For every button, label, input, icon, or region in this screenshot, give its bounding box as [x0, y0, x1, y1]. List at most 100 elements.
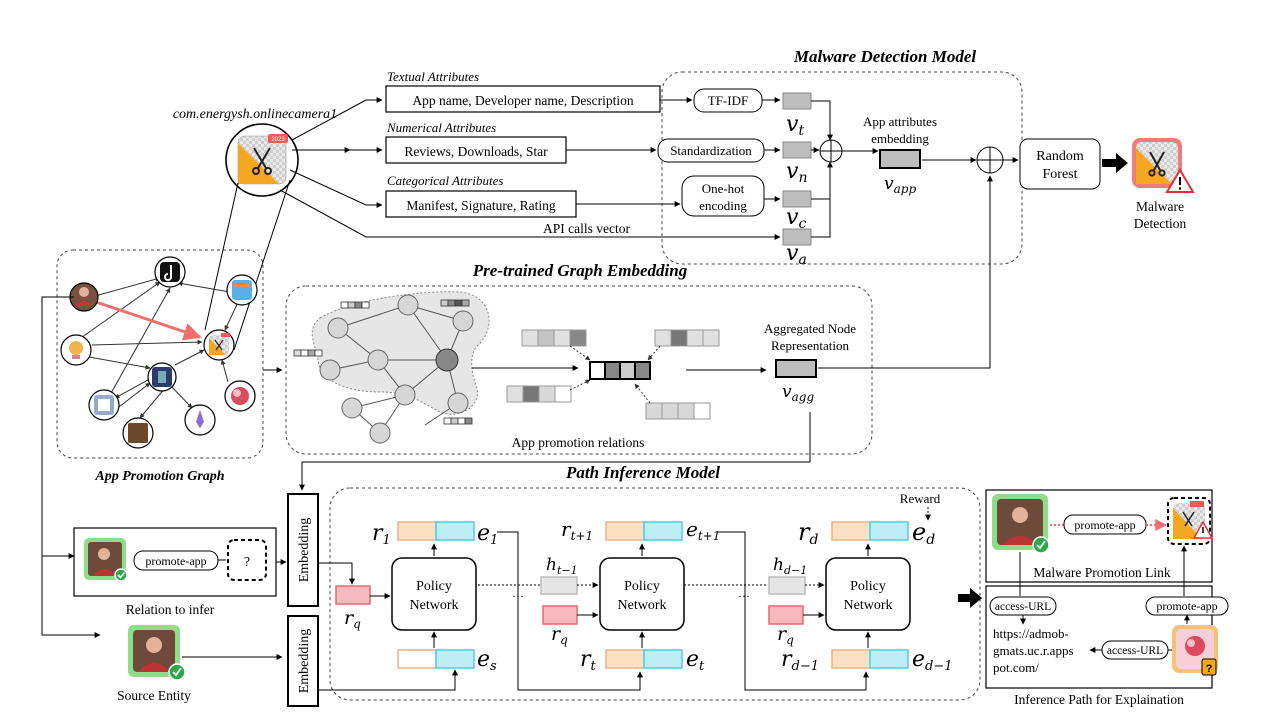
agg-node-label-1: Aggregated Node: [764, 321, 856, 336]
graph-node-tiktok: [154, 256, 186, 288]
ed1-cell: [869, 649, 909, 669]
embedding-box-relation: [287, 493, 319, 607]
app-promotion-relations-label: App promotion relations: [512, 435, 645, 450]
graph-node-bible: [122, 417, 154, 449]
api-calls-label: API calls vector: [543, 221, 630, 236]
graph-node-calendar: [226, 274, 258, 306]
es-cell: [435, 649, 475, 669]
rq-cell-1: [335, 585, 371, 605]
rt-label: rt: [580, 647, 597, 674]
ht-1-label: ht−1: [546, 555, 578, 577]
policy-network-1: [391, 557, 477, 631]
central-graph-node: [435, 348, 459, 372]
app-attr-embedding-label-1: App attributes: [863, 114, 937, 129]
policy-network-2: [599, 557, 685, 631]
policy-network-3: [825, 557, 911, 631]
source-user-icon-small: [84, 538, 128, 582]
intermediate-app-icon: ?: [1172, 625, 1218, 676]
malware-app-icon: [1132, 138, 1195, 193]
r1-cell: [397, 521, 437, 541]
rd1-cell: [831, 649, 871, 669]
v-a-label: va: [786, 241, 807, 268]
categorical-attributes-text: Manifest, Signature, Rating: [406, 198, 555, 213]
graph-node-rocket: [184, 404, 216, 436]
thick-arrow-to-detection: [1102, 153, 1128, 173]
neighbor-vector-1: [521, 329, 587, 347]
malware-detection-text-1: Malware: [1136, 199, 1184, 214]
ed-label: ed: [912, 518, 935, 548]
agg-node-label-2: Representation: [771, 338, 849, 353]
malware-detection-text-2: Detection: [1134, 216, 1187, 231]
embedding-text-source: Embedding: [297, 629, 312, 694]
e1-label: e1: [477, 521, 498, 548]
tfidf-text: TF-IDF: [708, 93, 748, 108]
v-app-vector: [879, 149, 921, 169]
policy-network-2-text-2: Network: [618, 598, 667, 613]
standardization-text: Standardization: [670, 143, 752, 158]
ed1-label: ed−1: [912, 647, 953, 674]
onehot-box: [681, 175, 765, 217]
path-inference-model-title: Path Inference Model: [565, 463, 720, 482]
r1-label: r1: [372, 521, 391, 548]
graph-node-book-app: [147, 362, 177, 392]
unknown-target-text: ?: [244, 555, 250, 570]
rq-cell-3: [768, 605, 804, 625]
ed-cell: [869, 521, 909, 541]
app-attr-embedding-label-2: embedding: [871, 131, 929, 146]
et1-cell: [643, 521, 683, 541]
check-icon: [1032, 536, 1050, 554]
target-app-icon: 2023: [225, 123, 299, 197]
malware-target-icon: [1167, 497, 1214, 545]
promote-app-pill-link-text: promote-app: [1074, 518, 1135, 532]
pretrained-graph-embedding-region: [285, 285, 873, 455]
numerical-attributes-text: Reviews, Downloads, Star: [404, 144, 548, 159]
random-forest-box: [1019, 138, 1101, 190]
numerical-attributes-label: Numerical Attributes: [386, 120, 496, 135]
graph-node-flower: [224, 380, 256, 412]
neighbor-vector-2: [654, 329, 720, 347]
vector-cell-n: [782, 141, 812, 159]
source-entity-caption: Source Entity: [117, 688, 191, 703]
rd1-label: rd−1: [781, 647, 819, 674]
categorical-attributes-label: Categorical Attributes: [387, 173, 503, 188]
et-cell: [643, 649, 683, 669]
dots-1: ···: [512, 589, 524, 603]
aggregated-center-vector: [589, 361, 651, 380]
rt1-label: rt+1: [561, 517, 593, 543]
url-text-2: gmats.uc.r.apps: [993, 643, 1074, 658]
graph-node-photo: [88, 389, 120, 421]
policy-network-3-text-1: Policy: [850, 579, 886, 594]
target-app-badge: 2023: [271, 137, 285, 143]
numerical-attributes-box: [385, 136, 567, 164]
vector-cell-t: [782, 92, 812, 110]
policy-network-1-text-2: Network: [410, 598, 459, 613]
rq-label-1: rq: [344, 607, 361, 631]
rq-label-2: rq: [551, 623, 568, 647]
malware-promotion-link-caption: Malware Promotion Link: [1033, 565, 1170, 580]
reward-label: Reward: [900, 491, 941, 506]
scissors-icon: [252, 147, 272, 175]
textual-attributes-label: Textual Attributes: [387, 69, 479, 84]
unknown-target-box: [227, 539, 267, 581]
rt-cell: [605, 649, 645, 669]
promote-app-pill-path-text: promote-app: [1156, 599, 1217, 613]
access-url-pill-1-text: access-URL: [995, 601, 1051, 613]
textual-attributes-text: App name, Developer name, Description: [412, 93, 633, 108]
rt1-cell: [605, 521, 645, 541]
package-name: com.energysh.onlinecamera1: [173, 107, 337, 122]
ht-1-cell: [540, 576, 578, 595]
categorical-attributes-box: [385, 190, 577, 218]
random-forest-text-2: Forest: [1043, 167, 1078, 182]
promoter-user-icon: [992, 494, 1050, 554]
question-icon-text: ?: [1206, 663, 1213, 675]
question-icon: [1201, 658, 1217, 676]
onehot-text-2: encoding: [699, 198, 747, 213]
source-entity-icon: [128, 625, 186, 681]
app-promotion-graph-region: [56, 249, 264, 459]
warning-icon: [1165, 168, 1195, 193]
malware-detection-model-title: Malware Detection Model: [793, 47, 977, 66]
url-text-3: pot.com/: [993, 660, 1039, 675]
embedding-box-source: [287, 615, 319, 707]
